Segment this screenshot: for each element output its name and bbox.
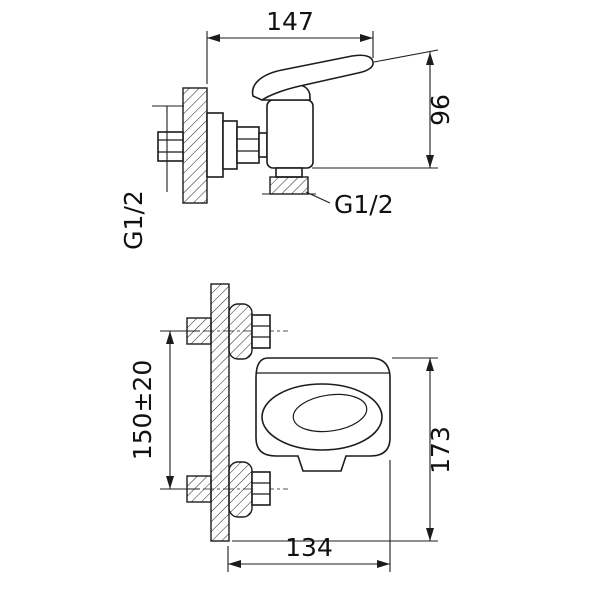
outlet-neck: [275, 167, 303, 178]
dim-173-label: 173: [426, 426, 455, 474]
connector-nut-bottom: [251, 471, 271, 506]
handle-opening-front: [292, 393, 368, 433]
thread-wall-label: G1/2: [119, 190, 148, 250]
dim-134: 134: [227, 460, 391, 572]
outlet-thread-section: [269, 176, 309, 195]
side-view: G1/2 G1/2 147: [119, 7, 455, 250]
dim-96: 96: [312, 49, 455, 169]
eccentric-flange-top: [228, 303, 253, 360]
connector-nut: [236, 126, 260, 164]
lever-handle-side: [251, 54, 374, 101]
dim-96-label: 96: [426, 94, 455, 126]
eccentric-flange-bottom: [228, 461, 253, 518]
dim-134-label: 134: [285, 533, 333, 562]
wall-pipe-stub: [157, 131, 184, 162]
dim-147: 147: [206, 7, 374, 84]
wall-bar-section: [210, 283, 230, 542]
handle-outer-front: [261, 383, 383, 451]
mixer-body-side: [266, 99, 314, 169]
dim-173: 173: [232, 357, 455, 542]
dim-150: 150±20: [128, 330, 200, 490]
front-view: 150±20 173 134: [128, 283, 455, 572]
thread-outlet-label: G1/2: [334, 190, 394, 219]
eccentric-flange: [206, 112, 224, 178]
wall-plate-section: [182, 87, 208, 204]
connector-nut-top: [251, 314, 271, 349]
dim-147-label: 147: [266, 7, 314, 36]
dim-150-label: 150±20: [128, 360, 157, 460]
